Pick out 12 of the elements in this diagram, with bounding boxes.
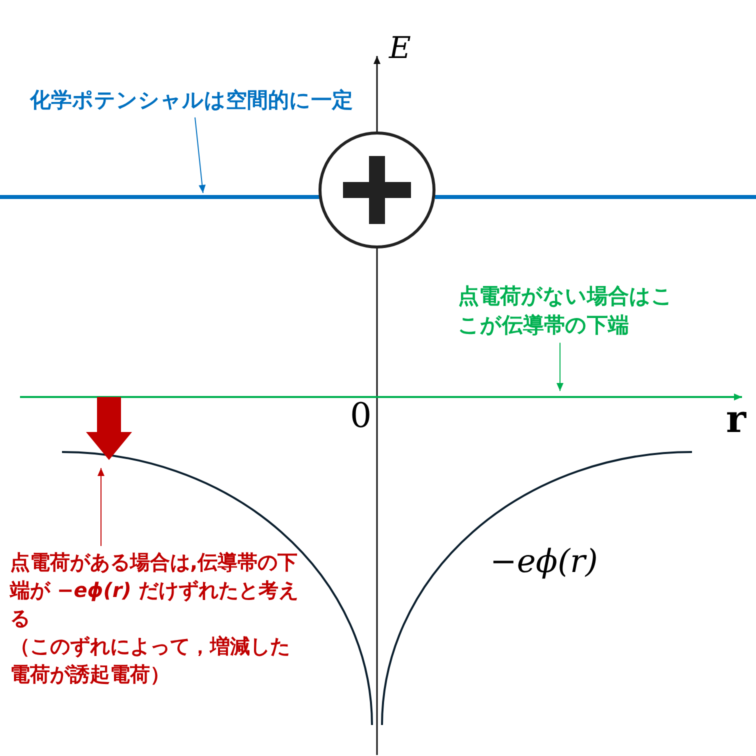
axis-label: r xyxy=(726,398,746,440)
axis-label: E xyxy=(389,32,411,65)
leader-arrow xyxy=(556,342,564,392)
annotation-text: 点電荷がない場合はここが伝導帯の下端 xyxy=(458,283,673,340)
origin-label: 0 xyxy=(350,398,372,436)
curve-label: −eϕ(r) xyxy=(490,544,598,580)
annotation-text: 化学ポテンシャルは空間的に一定 xyxy=(30,87,354,114)
leader-arrow xyxy=(98,468,104,546)
leader-arrow xyxy=(194,116,206,194)
annotation-text: 点電荷がある場合は,伝導帯の下端が −eϕ(r) だけずれたと考える xyxy=(10,549,300,632)
block-arrow xyxy=(86,397,132,460)
annotation-text: （このずれによって，増減した電荷が誘起電荷） xyxy=(10,633,291,688)
